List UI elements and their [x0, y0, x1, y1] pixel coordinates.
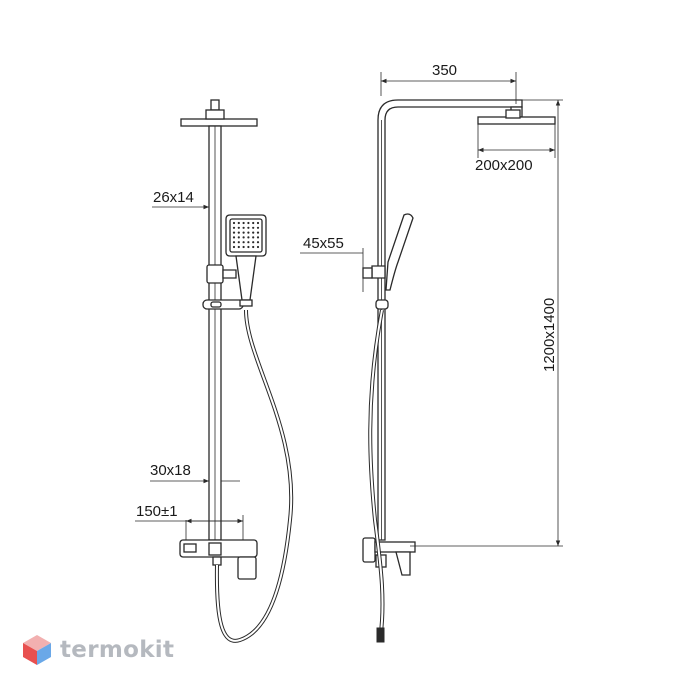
front-rail: [208, 125, 222, 541]
side-dimension-lines: [300, 72, 563, 547]
nozzle-dot: [242, 231, 245, 234]
nozzle-dot: [237, 236, 240, 239]
nozzle-dot: [247, 245, 250, 249]
nozzle-dot: [237, 241, 240, 244]
nozzle-dot: [247, 236, 250, 239]
dim-mixer-spacing: 150±1: [136, 503, 178, 520]
nozzle-dot: [232, 241, 236, 244]
front-hose: [214, 309, 294, 643]
dim-height-range: 1200x1400: [541, 298, 558, 372]
nozzle-dot: [237, 231, 240, 234]
brand-name: termokit: [60, 637, 175, 663]
nozzle-dot: [232, 231, 236, 234]
nozzle-dot: [232, 226, 236, 229]
termokit-cube-icon: [23, 635, 51, 665]
nozzle-dot: [247, 241, 250, 244]
side-view: 350 200x200 45x55 1200x1400: [300, 62, 563, 643]
nozzle-dot: [242, 245, 245, 249]
nozzle-dot: [242, 221, 245, 225]
nozzle-dot: [252, 221, 255, 225]
nozzle-dot: [252, 231, 255, 234]
nozzle-dot: [247, 221, 250, 225]
front-overhead-shower: [180, 99, 258, 127]
front-hand-shower: [225, 214, 267, 307]
side-mixer: [362, 537, 416, 576]
side-hose: [368, 309, 385, 643]
front-view: 26x14 30x18 150±1: [135, 99, 294, 643]
dim-arm-length: 350: [432, 62, 457, 79]
brand-logo: termokit: [22, 634, 174, 666]
nozzle-dot: [232, 245, 236, 249]
side-hand-shower: [362, 213, 414, 310]
nozzle-dot: [237, 226, 240, 229]
nozzle-dot: [242, 236, 245, 239]
nozzle-dot: [252, 245, 255, 249]
nozzle-dot: [256, 241, 260, 244]
nozzle-dot: [237, 221, 240, 225]
nozzle-dot: [237, 245, 240, 249]
nozzle-dot: [256, 221, 260, 225]
front-slider-holder: [202, 264, 244, 310]
nozzle-dot: [242, 241, 245, 244]
dim-rail-diameter: 26x14: [153, 189, 194, 206]
nozzle-dot: [256, 226, 260, 229]
nozzle-dot: [232, 221, 236, 225]
nozzle-dot: [256, 236, 260, 239]
front-dimension-lines: [135, 204, 244, 540]
dim-handshower-size: 45x55: [303, 235, 344, 252]
nozzle-dot: [232, 236, 236, 239]
side-overhead-shower: [477, 109, 556, 125]
nozzle-dot: [256, 245, 260, 249]
nozzle-dot: [247, 231, 250, 234]
nozzle-dot: [256, 231, 260, 234]
nozzle-dot: [242, 226, 245, 229]
nozzle-dot: [247, 226, 250, 229]
front-mixer: [179, 539, 258, 580]
nozzle-grid: [232, 221, 260, 249]
nozzle-dot: [252, 241, 255, 244]
dim-head-size: 200x200: [475, 157, 533, 174]
dim-holder-size: 30x18: [150, 462, 191, 479]
nozzle-dot: [252, 226, 255, 229]
nozzle-dot: [252, 236, 255, 239]
